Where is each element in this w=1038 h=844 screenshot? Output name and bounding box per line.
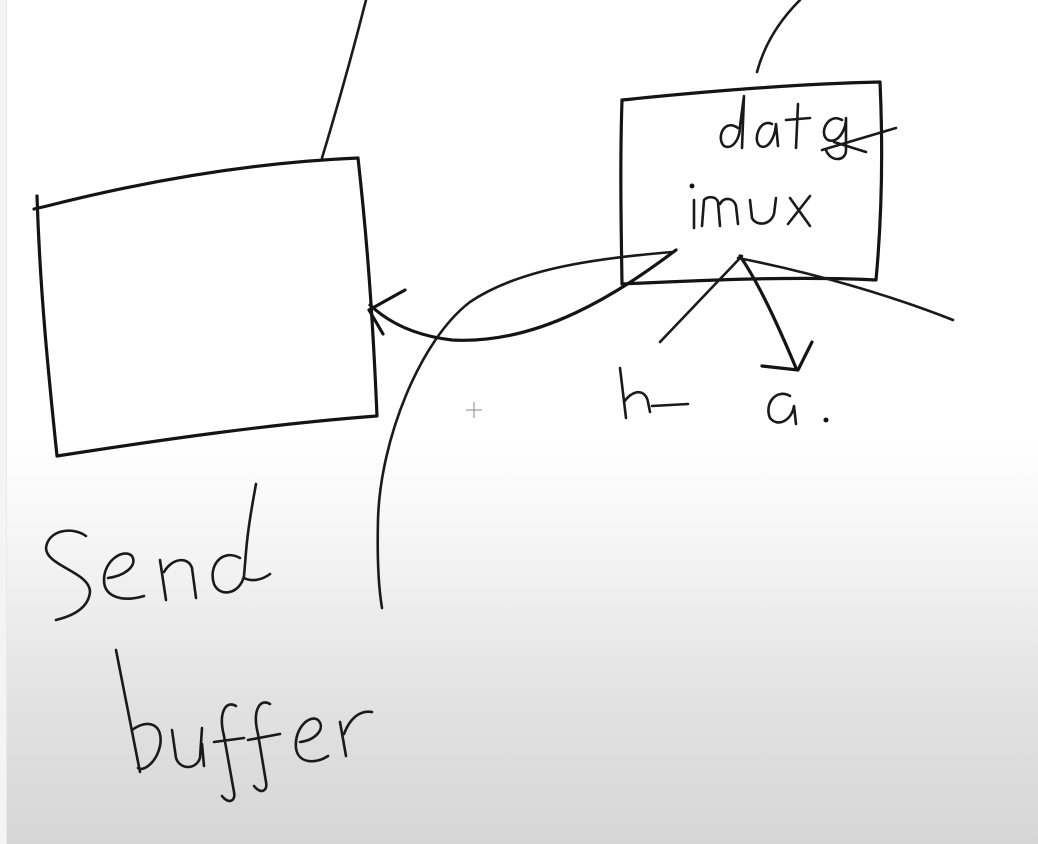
top-connector-line-left	[320, 0, 368, 160]
mux-to-buffer-arrowhead	[367, 288, 407, 336]
mux-to-buffer-arrow	[368, 248, 678, 342]
left-edge-strip	[0, 0, 7, 844]
text-data: data	[0, 0, 1, 1]
mux-branch-down-arrow	[738, 254, 798, 370]
mux-branch-arrowhead	[760, 340, 814, 372]
mux-box	[619, 80, 884, 286]
long-curve	[376, 250, 674, 610]
top-connector-line-right	[755, 0, 802, 74]
crosshair-cursor-icon	[466, 402, 482, 418]
send-buffer-box	[32, 156, 379, 458]
mux-branch-left	[658, 254, 744, 344]
data-strikethrough-2	[832, 140, 868, 154]
data-strikethrough	[820, 126, 898, 152]
mux-branch-right	[736, 256, 955, 322]
